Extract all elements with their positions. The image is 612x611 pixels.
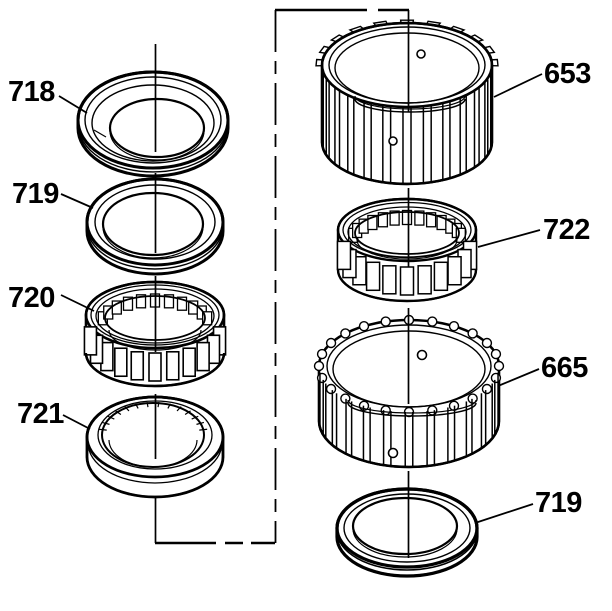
callout-label-720: 720 (8, 282, 55, 314)
callouts: 718 719 720 721 653 722 665 719 (8, 58, 592, 519)
leader-721 (62, 414, 91, 430)
leader-722 (477, 229, 541, 248)
callout-label-721: 721 (17, 398, 64, 430)
part-718-thrust-washer (76, 70, 230, 178)
callout-label-719-left: 719 (12, 178, 59, 210)
part-719-bearing-race-bottom (335, 487, 479, 578)
callout-label-718: 718 (8, 76, 55, 108)
leader-719-left (60, 193, 94, 209)
callout-label-722: 722 (543, 214, 590, 246)
leader-720 (60, 294, 95, 312)
part-653-clutch-drum (315, 19, 499, 186)
callout-label-665: 665 (541, 352, 588, 384)
part-722-sprag-clutch (336, 197, 478, 303)
leader-653 (493, 73, 543, 98)
guide-lines (155, 8, 409, 545)
callout-label-653: 653 (544, 58, 591, 90)
centerline-overlays (154, 10, 410, 558)
leader-719-bottom (474, 503, 534, 524)
leader-lines (58, 73, 543, 524)
leader-665 (497, 368, 540, 387)
leader-718 (58, 95, 88, 114)
callout-label-719-bottom: 719 (535, 487, 582, 519)
